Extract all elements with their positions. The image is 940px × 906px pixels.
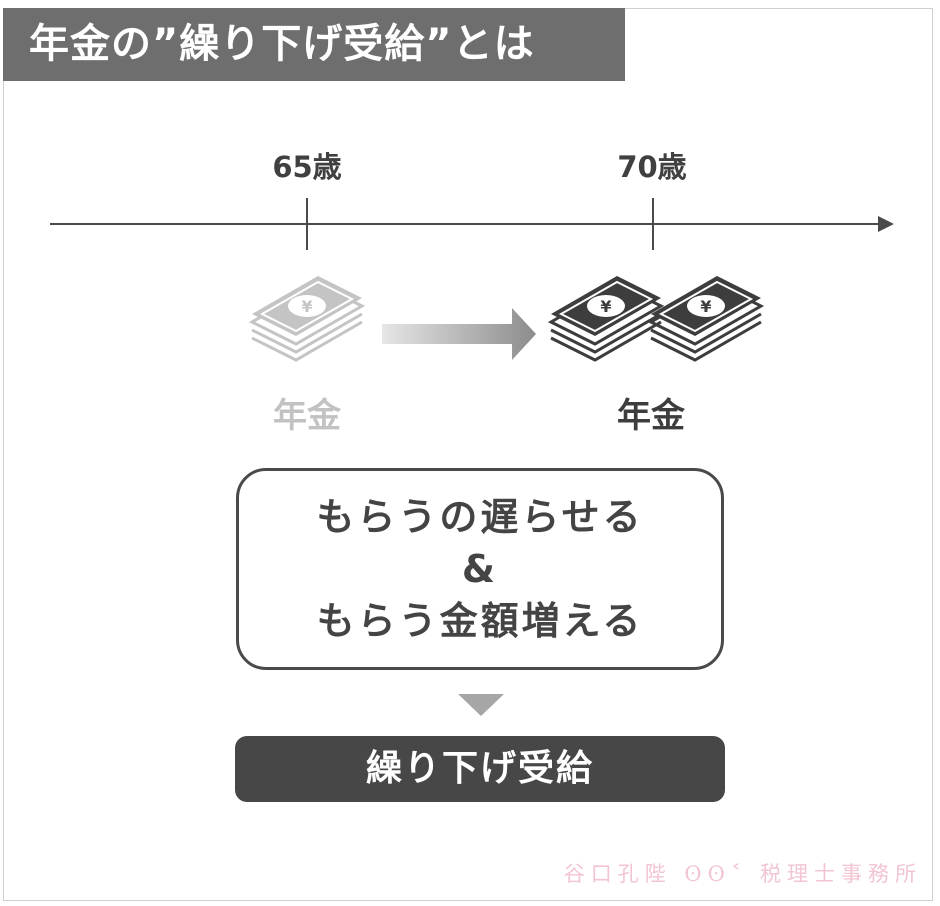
- yen-banknote-stack-icon: [250, 274, 364, 362]
- timeline-arrowhead: [878, 216, 894, 232]
- result-label: 繰り下げ受給: [235, 736, 725, 802]
- summary-line-increase: もらう金額増える: [316, 599, 644, 643]
- down-triangle-icon: [458, 694, 504, 716]
- summary-line-ampersand: &: [461, 547, 499, 591]
- summary-line-delay: もらうの遅らせる: [316, 495, 644, 539]
- pension-caption-after: 年金: [617, 396, 685, 436]
- page-title: 年金の”繰り下げ受給”とは: [3, 8, 625, 81]
- yen-banknote-stack-icon: [649, 274, 763, 362]
- gradient-right-arrow-icon: [382, 308, 536, 360]
- age-label-70: 70歳: [617, 150, 687, 184]
- yen-banknote-stack-icon: [549, 274, 663, 362]
- office-watermark: 谷口孔陛 ʘʘ˂ 税理士事務所: [563, 862, 922, 886]
- pension-caption-before: 年金: [273, 396, 341, 436]
- age-label-65: 65歳: [272, 150, 342, 184]
- summary-box: もらうの遅らせる & もらう金額増える: [236, 468, 724, 670]
